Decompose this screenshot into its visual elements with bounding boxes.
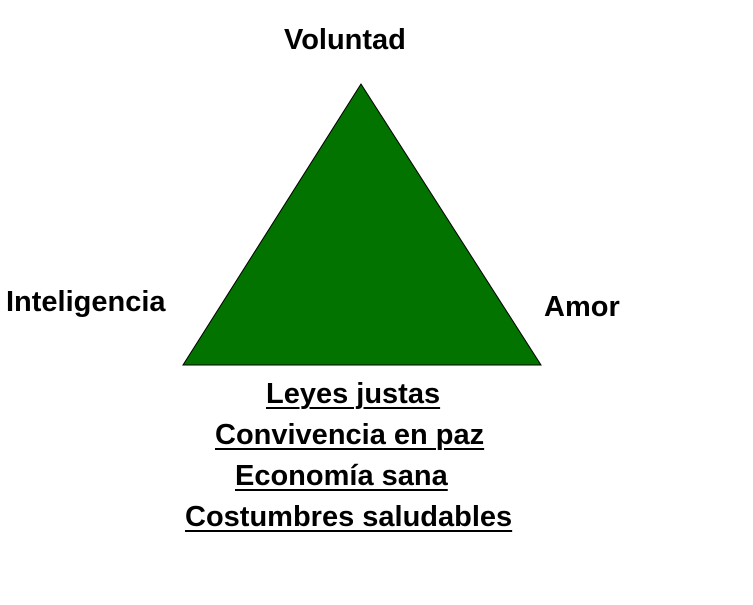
vertex-label-voluntad: Voluntad bbox=[284, 24, 406, 56]
vertex-label-inteligencia: Inteligencia bbox=[6, 286, 166, 318]
result-convivencia-en-paz: Convivencia en paz bbox=[215, 419, 485, 451]
result-economia-sana: Economía sana bbox=[235, 460, 448, 492]
result-costumbres-saludables: Costumbres saludables bbox=[185, 501, 513, 533]
result-leyes-justas: Leyes justas bbox=[266, 378, 441, 410]
vertex-label-amor: Amor bbox=[544, 291, 620, 323]
green-triangle bbox=[182, 83, 542, 366]
